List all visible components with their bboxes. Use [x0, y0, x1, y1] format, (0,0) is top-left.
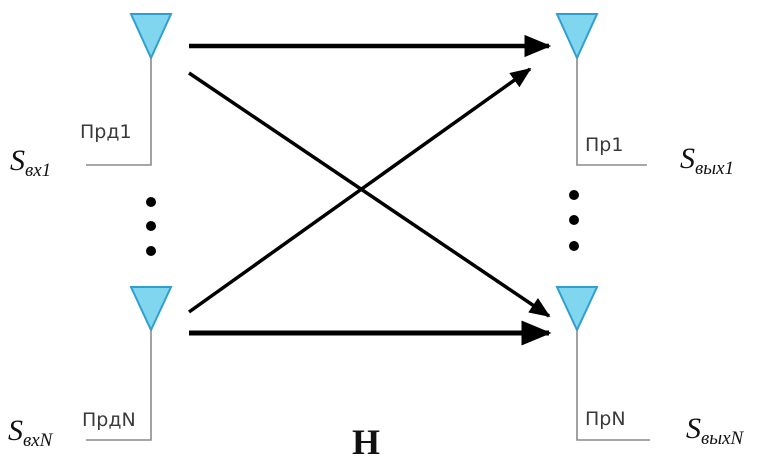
ellipsis-dot	[146, 221, 156, 231]
antenna-mast	[576, 58, 647, 166]
arrow-txn-rx1	[187, 67, 532, 314]
antenna-icon	[555, 286, 599, 333]
antenna-icon	[129, 13, 173, 61]
antenna-mast	[86, 330, 152, 441]
ellipsis-dot	[569, 215, 579, 225]
transmitter-n-label: ПрдN	[82, 409, 136, 431]
transmitter-ellipsis	[146, 197, 156, 256]
ellipsis-dot	[146, 197, 156, 207]
receiver-1-label: Пр1	[585, 134, 623, 156]
ellipsis-dot	[569, 190, 579, 200]
arrow-tx1-rxn	[188, 71, 551, 318]
channel-matrix-label: H	[352, 422, 380, 461]
receiver-n: ПрN	[555, 286, 650, 441]
antenna-mast	[86, 58, 152, 166]
ellipsis-dot	[146, 246, 156, 256]
ellipsis-dot	[569, 241, 579, 251]
antenna-icon	[555, 13, 599, 61]
transmitter-n: ПрдN	[82, 286, 173, 441]
channel-paths	[187, 34, 552, 346]
input-signal-1: Sвх1	[10, 144, 51, 181]
antenna-icon	[129, 286, 173, 333]
receiver-1: Пр1	[555, 13, 647, 166]
transmitter-1: Прд1	[80, 13, 173, 166]
output-signal-1: Sвых1	[680, 142, 734, 179]
output-signal-n: SвыхN	[686, 412, 745, 449]
receiver-ellipsis	[569, 190, 579, 251]
input-signal-n: SвхN	[8, 414, 54, 451]
receiver-n-label: ПрN	[585, 408, 626, 430]
transmitter-1-label: Прд1	[80, 121, 132, 143]
antenna-mast	[576, 330, 650, 441]
